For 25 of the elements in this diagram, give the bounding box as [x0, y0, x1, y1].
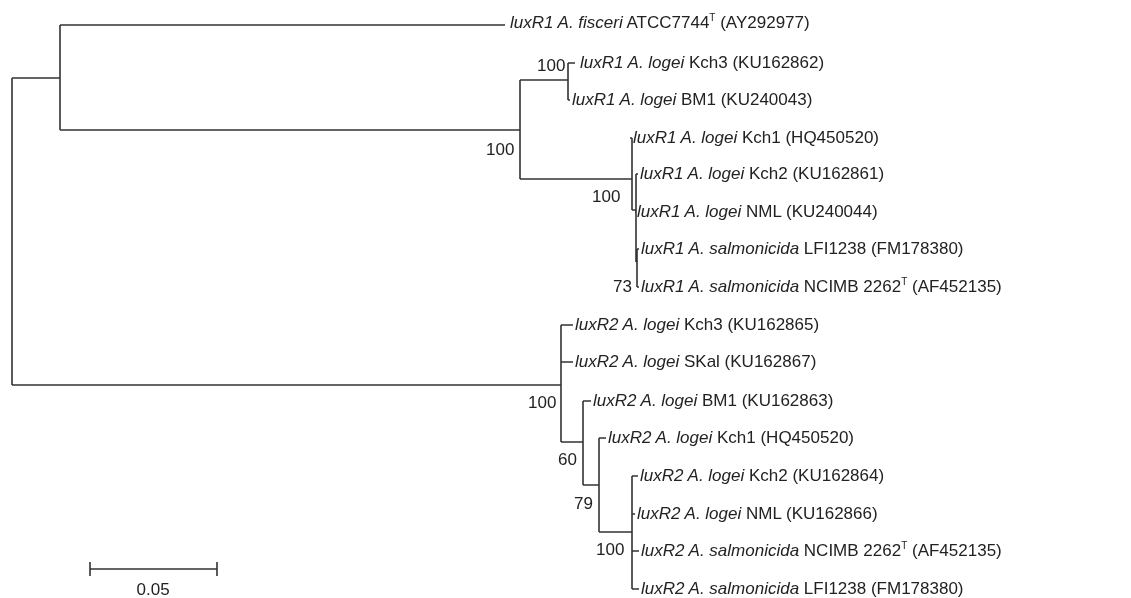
bootstrap-value: 100 [537, 56, 566, 76]
taxon-label: luxR2 A. logei Kch3 (KU162865) [575, 315, 820, 335]
scale-label: 0.05 [136, 580, 170, 598]
taxon-label: luxR2 A. salmonicida NCIMB 2262$^{T}$ (AF452135) [641, 541, 1002, 561]
taxon-label: luxR1 A. logei Kch2 (KU162861) [640, 164, 885, 184]
bootstrap-value: 60 [558, 450, 577, 470]
taxon-label: luxR2 A. logei NML (KU162866) [637, 504, 878, 524]
bootstrap-value: 100 [592, 187, 621, 207]
bootstrap-value: 73 [613, 277, 632, 297]
bootstrap-value: 79 [574, 494, 593, 514]
taxon-label: luxR2 A. logei BM1 (KU162863) [593, 391, 834, 411]
taxon-label: luxR2 A. logei Kch2 (KU162864) [640, 466, 885, 486]
taxon-label: luxR2 A. logei SKal (KU162867) [575, 352, 817, 372]
bootstrap-value: 100 [528, 393, 557, 413]
taxon-label: luxR1 A. salmonicida NCIMB 2262$^{T}$ (AF452135) [641, 277, 1002, 297]
taxon-label: luxR2 A. salmonicida LFI1238 (FM178380) [641, 579, 964, 598]
bootstrap-value: 100 [486, 140, 515, 160]
taxon-label: luxR2 A. logei Kch1 (HQ450520) [608, 428, 854, 448]
taxon-label: luxR1 A. logei Kch1 (HQ450520) [633, 128, 879, 148]
taxon-label: luxR1 A. logei NML (KU240044) [637, 202, 878, 222]
taxon-label: luxR1 A. salmonicida LFI1238 (FM178380) [641, 239, 964, 259]
bootstrap-value: 100 [596, 540, 625, 560]
taxon-label: luxR1 A. logei BM1 (KU240043) [572, 90, 813, 110]
taxon-label: luxR1 A. logei Kch3 (KU162862) [580, 53, 825, 73]
taxon-label: luxR1 A. fisceri ATCC7744$^{T}$ (AY292977) [510, 13, 810, 33]
